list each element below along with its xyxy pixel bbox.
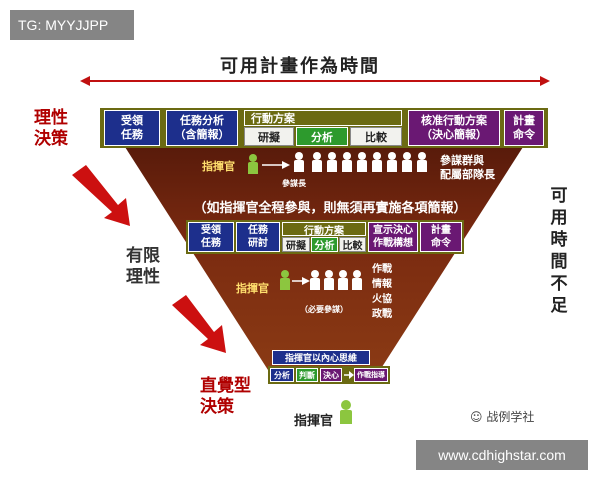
staff-figure — [417, 152, 427, 172]
staff-figure — [387, 152, 397, 172]
row1-analyze: 分析 — [296, 127, 348, 146]
row1-commander-label: 指揮官 — [202, 160, 235, 173]
row1-mission-analysis: 任務分析 （含簡報） — [166, 110, 238, 146]
commander-figure-2 — [280, 270, 290, 290]
label-insufficient-time: 可用時 間不足 — [550, 186, 568, 316]
row2-develop: 研擬 — [282, 237, 310, 252]
label-rational-decision: 理性決策 — [34, 108, 68, 149]
bottom-commander-label: 指揮官 — [294, 414, 334, 429]
row3-order: 作戰指導 — [354, 368, 388, 382]
commander-figure-3 — [340, 400, 352, 424]
row3-judge: 判斷 — [296, 368, 318, 382]
row2-functions: 作戰情報 火協政戰 — [372, 264, 392, 320]
row3-decide: 決心 — [320, 368, 342, 382]
row1-plan-order: 計畫 命令 — [504, 110, 544, 146]
label-bounded-rationality: 有限理性 — [126, 246, 160, 287]
staff-figure — [402, 152, 412, 172]
row1-note: （如指揮官全程參與，則無須再實施各項簡報） — [193, 201, 467, 216]
row2-analyze: 分析 — [311, 237, 338, 252]
row2-mission-study: 任務 研討 — [236, 222, 280, 252]
arrow-bounded-to-intuitive — [172, 295, 226, 353]
row3-arrow — [344, 371, 354, 379]
row2-compare: 比較 — [339, 237, 366, 252]
row1-approve-coa: 核准行動方案 （決心簡報） — [408, 110, 500, 146]
row1-arrow — [262, 161, 290, 169]
time-span-arrow — [80, 76, 550, 86]
staff-figure — [357, 152, 367, 172]
row2-coa: 行動方案 — [282, 222, 366, 237]
row3-analyze: 分析 — [270, 368, 294, 382]
row2-plan-order: 計畫 命令 — [420, 222, 462, 252]
staff-figure — [327, 152, 337, 172]
staff-figure — [338, 270, 348, 290]
logo-text: 战例学社 — [486, 410, 535, 424]
logo: ☺ 战例学社 — [470, 408, 534, 425]
row1-chief-label: 參謀長 — [282, 178, 306, 188]
chat-logo-icon: ☺ — [470, 410, 483, 424]
staff-figure — [310, 270, 320, 290]
row2-arrow — [292, 277, 310, 285]
staff-figure — [352, 270, 362, 290]
watermark-bottom: www.cdhighstar.com — [416, 440, 588, 470]
staff-figure — [324, 270, 334, 290]
watermark-top: TG: MYYJJPP — [10, 10, 134, 40]
staff-figure — [312, 152, 322, 172]
staff-figure — [372, 152, 382, 172]
row2-staff-note: （必要參謀） — [300, 304, 348, 314]
row1-compare: 比較 — [350, 127, 402, 146]
row2-commander-label: 指揮官 — [236, 282, 269, 295]
row1-develop: 研擬 — [244, 127, 294, 146]
row1-receive-mission: 受領 任務 — [104, 110, 160, 146]
arrow-rational-to-bounded — [72, 165, 130, 226]
label-intuitive-decision: 直覺型決策 — [200, 376, 251, 417]
row3-header: 指揮官以內心思維 — [272, 350, 370, 365]
chief-of-staff-figure — [294, 152, 304, 172]
row1-coa: 行動方案 — [244, 110, 402, 126]
commander-figure-1 — [248, 154, 258, 174]
row1-staff-label: 參謀群與 配屬部隊長 — [440, 154, 495, 181]
staff-figure — [342, 152, 352, 172]
diagram-title: 可用計畫作為時間 — [220, 56, 380, 77]
row2-receive-mission: 受領 任務 — [188, 222, 234, 252]
row2-commander-intent: 宣示決心 作戰構想 — [368, 222, 418, 252]
